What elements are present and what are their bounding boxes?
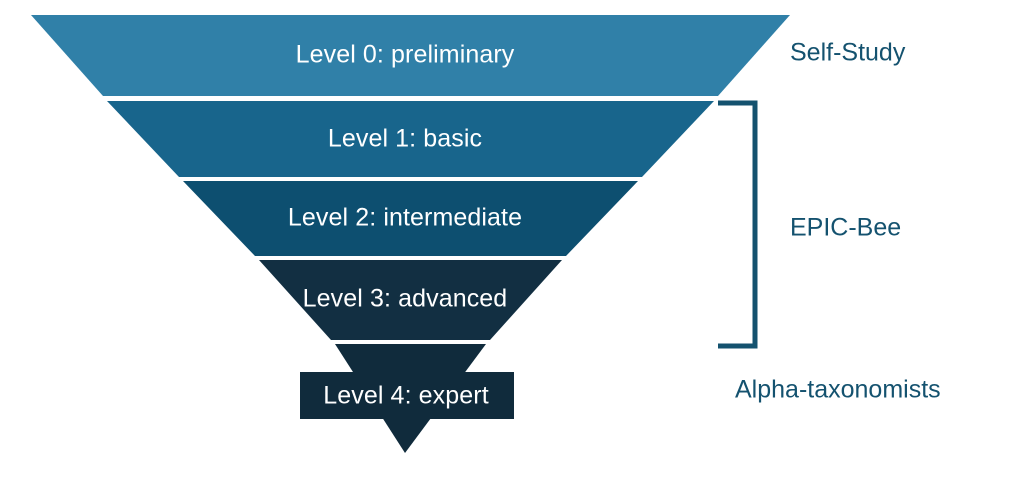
annotation-self-study: Self-Study	[790, 38, 906, 67]
annotation-alpha-taxonomists: Alpha-taxonomists	[735, 375, 941, 404]
epic-bee-bracket-icon	[718, 100, 758, 349]
funnel-band-level-0[interactable]	[31, 15, 790, 96]
funnel-band-level-3[interactable]	[259, 260, 562, 340]
funnel-band-level-2[interactable]	[183, 181, 638, 256]
annotation-epic-bee: EPIC-Bee	[790, 213, 902, 242]
funnel-level-4-box[interactable]	[300, 372, 514, 419]
funnel-band-level-1[interactable]	[107, 101, 714, 177]
